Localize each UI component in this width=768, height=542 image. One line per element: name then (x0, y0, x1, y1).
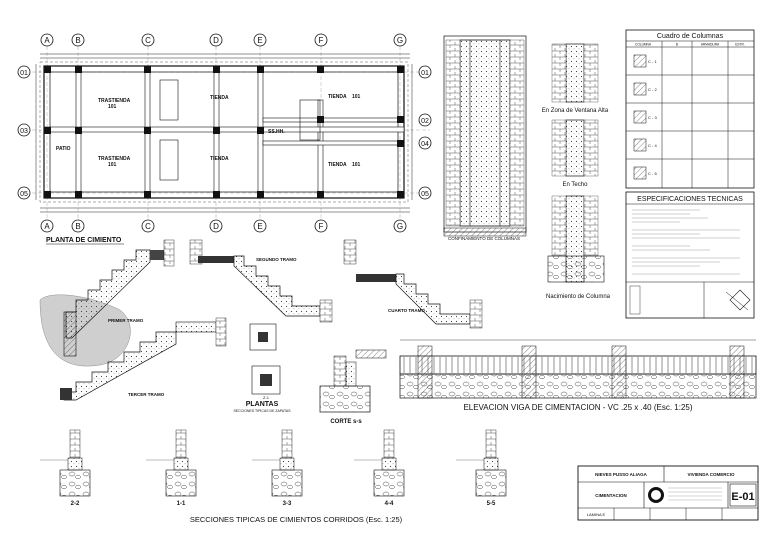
footing-section: 3-3 (252, 429, 303, 507)
axis-label-f-bottom: F (319, 222, 324, 231)
footing-plans: Z-1 PLANTAS SECCIONES TIPICAS DE ZAPATAS (233, 323, 291, 413)
axis-label-g: G (397, 36, 403, 45)
section-label: 2-2 (71, 501, 80, 507)
beam-elevation-label: ELEVACION VIGA DE CIMENTACION - VC .25 x… (463, 403, 692, 412)
column-confinement-detail: CONFINAMIENTO DE COLUMNAS (443, 35, 527, 241)
room-name: TIENDA (328, 94, 347, 100)
room-name: TIENDA (210, 156, 229, 162)
room-name: SS.HH. (268, 129, 285, 135)
room-name: PATIO (56, 146, 71, 152)
column-schedule-table: Cuadro de Columnas COLUMNA B ARMADURA ES… (625, 29, 755, 189)
view-label-window: En Zona de Ventana Alta (542, 108, 609, 114)
axis-label-a: A (44, 36, 50, 45)
section-label: 3-3 (283, 501, 292, 507)
sheet-name: CIMENTACION (595, 493, 626, 498)
column-table-header: B (676, 43, 678, 47)
column-type-label: C - 3 (648, 115, 657, 120)
room-number: 101 (108, 104, 117, 110)
section-label: 4-4 (385, 501, 394, 507)
section-label: 1-1 (177, 501, 186, 507)
section-cut-s-s: CORTE s-s (319, 349, 387, 425)
technical-specifications: ESPECIFICACIONES TECNICAS (625, 191, 755, 319)
column-type-label: C - 1 (648, 59, 657, 64)
stair-third-flight: TERCER TRAMO (60, 317, 227, 401)
stair-first-flight: PRIMER TRAMO (39, 239, 175, 367)
sheet-code: E-01 (731, 491, 754, 503)
axis-label-04-right: 04 (421, 141, 429, 148)
axis-label-05: 05 (20, 191, 28, 198)
axis-label-05-right: 05 (421, 191, 429, 198)
view-label-base: Nacimiento de Columna (546, 294, 611, 300)
axis-label-b: B (75, 36, 80, 45)
stair-label-first: PRIMER TRAMO (108, 318, 144, 323)
plan-foundation-walls (39, 61, 409, 203)
axis-label-02-right: 02 (421, 118, 429, 125)
stair-second-flight: SEGUNDO TRAMO (189, 239, 333, 323)
axis-label-01: 01 (20, 70, 28, 77)
footing-plans-subtitle: SECCIONES TIPICAS DE ZAPATAS (233, 409, 291, 413)
footing-section: 4-4 (354, 429, 405, 507)
stair-label-second: SEGUNDO TRAMO (256, 257, 297, 262)
stair-details: PRIMER TRAMO SEGUNDO TRAMO CUARTO TRAMO … (39, 239, 483, 401)
axis-label-c-bottom: C (145, 222, 151, 231)
room-number: 101 (108, 162, 117, 168)
owner-name: NIEVES PUSSO ALIAGA (595, 472, 648, 477)
title-block: NIEVES PUSSO ALIAGA VIVIENDA COMERCIO CI… (577, 465, 759, 521)
axis-label-d-bottom: D (213, 222, 219, 231)
axis-label-g-bottom: G (397, 222, 403, 231)
column-table-header: ESTR. (735, 43, 745, 47)
sheet-lamina: LAMINA E (587, 512, 606, 517)
room-name: TRASTIENDA (98, 98, 131, 104)
axis-label-b-bottom: B (75, 222, 80, 231)
specs-title: ESPECIFICACIONES TECNICAS (637, 196, 743, 203)
plan-dimension-lines (35, 53, 413, 213)
stair-label-third: TERCER TRAMO (128, 392, 165, 397)
footing-label: Z-1 (263, 395, 270, 400)
foundation-beam-elevation: ELEVACION VIGA DE CIMENTACION - VC .25 x… (399, 339, 757, 412)
column-views: En Zona de Ventana Alta En Techo Nacimie… (542, 43, 611, 300)
sections-caption: SECCIONES TIPICAS DE CIMIENTOS CORRIDOS … (190, 515, 403, 524)
column-table-header: COLUMNA (635, 43, 652, 47)
axis-label-01-right: 01 (421, 70, 429, 77)
foundation-plan: A B C D E F G A B C D E F (17, 33, 432, 245)
column-type-label: C - 2 (648, 87, 657, 92)
stair-fourth-flight: CUARTO TRAMO (343, 239, 483, 329)
typical-footing-sections: 2-2 1-1 3-3 4-4 5-5 (40, 429, 507, 524)
column-table-rows: C - 1 C - 2 C - 3 C - 4 C - 5 (633, 54, 657, 180)
column-table-title: Cuadro de Columnas (657, 33, 724, 40)
plan-title: PLANTA DE CIMIENTO (46, 237, 122, 244)
view-label-roof: En Techo (563, 182, 589, 188)
footing-section: 1-1 (146, 429, 197, 507)
footing-plans-title: PLANTAS (246, 401, 279, 408)
room-number: 101 (352, 162, 361, 168)
project-name: VIVIENDA COMERCIO (687, 472, 735, 477)
plan-room-labels: TRASTIENDA 101 TIENDA TIENDA 101 TRASTIE… (56, 94, 361, 168)
title-block-notes (668, 487, 722, 501)
axis-label-d: D (213, 36, 219, 45)
column-type-label: C - 4 (648, 143, 657, 148)
column-detail-label: CONFINAMIENTO DE COLUMNAS (448, 236, 520, 241)
axis-label-03: 03 (20, 128, 28, 135)
footing-section: 5-5 (456, 429, 507, 507)
plan-columns (44, 66, 404, 198)
section-label: 5-5 (487, 501, 496, 507)
axis-label-a-bottom: A (44, 222, 50, 231)
axis-label-e-bottom: E (257, 222, 262, 231)
footing-section: 2-2 (40, 429, 91, 507)
section-cut-label: CORTE s-s (330, 419, 362, 425)
column-type-label: C - 5 (648, 171, 657, 176)
plan-axes-columns-bottom: A B C D E F G (40, 219, 407, 233)
stair-label-fourth: CUARTO TRAMO (388, 308, 425, 313)
room-name: TIENDA (210, 95, 229, 101)
axis-label-f: F (319, 36, 324, 45)
room-number: 101 (352, 94, 361, 100)
room-name: TRASTIENDA (98, 156, 131, 162)
axis-label-c: C (145, 36, 151, 45)
room-name: TIENDA (328, 162, 347, 168)
column-table-header: ARMADURA (701, 43, 720, 47)
axis-label-e: E (257, 36, 262, 45)
